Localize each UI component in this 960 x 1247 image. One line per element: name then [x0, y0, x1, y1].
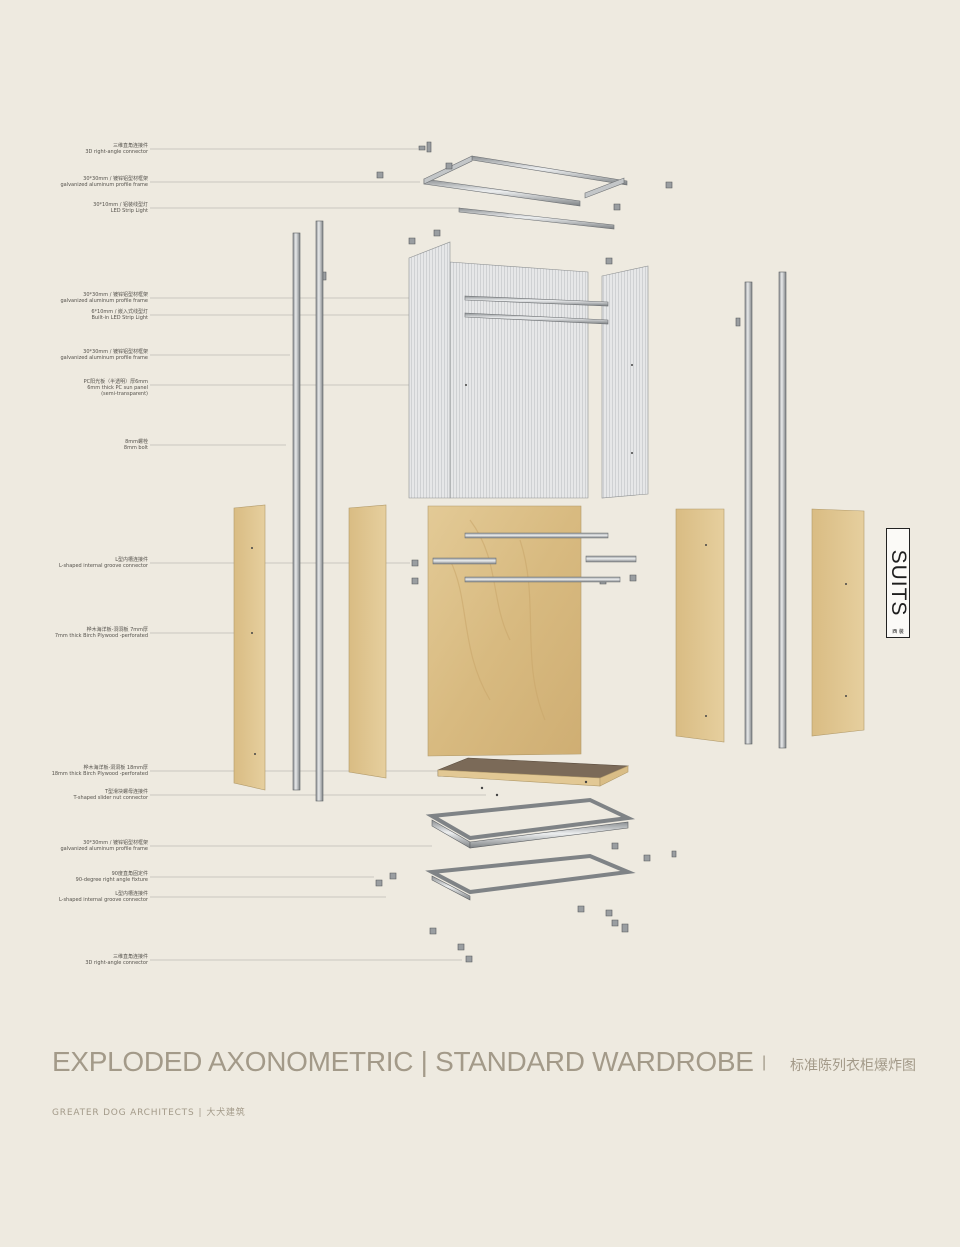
callout-cn: 30*30mm / 镀锌铝型材框架	[83, 840, 148, 846]
top-frame	[423, 155, 628, 230]
callout-cn: PC阳光板（半透明）厚6mm	[83, 379, 148, 385]
fixing-points	[251, 364, 847, 797]
callout-cn: 30*30mm / 镀锌铝型材框架	[83, 176, 148, 182]
callout-en: L-shaped internal groove connector	[58, 897, 148, 903]
callout-en: T-shaped slider nut connector	[73, 795, 148, 801]
central-plywood-panel	[427, 505, 637, 757]
callout-base-frame: 30*30mm / 镀锌铝型材框架 galvanized aluminum pr…	[60, 840, 148, 852]
callout-cn: 90度直角固定件	[111, 871, 148, 877]
callout-en: galvanized aluminum profile frame	[60, 355, 148, 361]
callout-en: 7mm thick Birch Plywood -perforated	[54, 633, 148, 639]
callout-plywood-7mm: 桦木海洋板-洞洞板 7mm厚 7mm thick Birch Plywood -…	[55, 627, 148, 639]
callout-cn: 8mm螺栓	[125, 439, 148, 445]
leader-lines	[150, 148, 486, 961]
callout-bolt: 8mm螺栓 8mm bolt	[124, 439, 148, 451]
pc-panel-back	[408, 241, 649, 499]
page-title: EXPLODED AXONOMETRIC | STANDARD WARDROBE	[52, 1046, 754, 1077]
callout-l-connector-lower: L型内槽连接件 L-shaped internal groove connect…	[59, 891, 148, 903]
callout-en: galvanized aluminum profile frame	[60, 846, 148, 852]
callout-en: 3D right-angle connector	[85, 149, 148, 155]
firm-name: GREATER DOG ARCHITECTS	[52, 1108, 195, 1118]
callout-cn: 30*30mm / 镀锌铝型材框架	[83, 349, 148, 355]
callout-cn: L型内槽连接件	[115, 891, 148, 897]
firm-separator: |	[198, 1108, 203, 1118]
callout-cn: 30*10mm / 铝装线型灯	[93, 202, 148, 208]
title-bar: EXPLODED AXONOMETRIC | STANDARD WARDROBE…	[52, 1046, 922, 1086]
callout-3d-connector-bottom: 三维直角连接件 3D right-angle connector	[85, 954, 148, 966]
suits-sign: SUITS 西 装	[886, 528, 910, 638]
callout-cn: 6*10mm / 嵌入式线型灯	[91, 309, 148, 315]
callout-plywood-18mm: 桦木海洋板-洞洞板 18mm厚 18mm thick Birch Plywood…	[52, 765, 148, 777]
callout-cn: 三维直角连接件	[112, 143, 148, 149]
callout-en: 90-degree right angle fixture	[75, 877, 148, 883]
firm-name-cn: 大犬建筑	[206, 1108, 246, 1118]
callout-90-fixture: 90度直角固定件 90-degree right angle fixture	[76, 871, 148, 883]
firm-credit: GREATER DOG ARCHITECTS|大犬建筑	[52, 1105, 246, 1118]
left-posts	[292, 220, 324, 802]
callout-en2: (semi-transparent)	[101, 391, 148, 397]
callout-cn: 桦木海洋板-洞洞板 18mm厚	[83, 765, 149, 771]
callout-en: LED Strip Light	[110, 208, 148, 214]
callout-cn: L型内槽连接件	[115, 557, 148, 563]
callout-led-strip: 30*10mm / 铝装线型灯 LED Strip Light	[93, 202, 148, 214]
callout-en: 18mm thick Birch Plywood -perforated	[51, 771, 148, 777]
connectors	[321, 141, 741, 963]
right-plywood-panels	[675, 508, 865, 743]
callout-cn: T型滑块螺母连接件	[104, 789, 148, 795]
callout-cn: 30*30mm / 镀锌铝型材框架	[83, 292, 148, 298]
callout-en: Built-in LED Strip Light	[91, 315, 149, 321]
base-board	[437, 757, 629, 787]
callout-en: 6mm thick PC sun panel	[87, 385, 148, 391]
right-posts	[744, 271, 787, 749]
callout-upper-frame: 30*30mm / 镀锌铝型材框架 galvanized aluminum pr…	[60, 292, 148, 304]
callout-post-frame: 30*30mm / 镀锌铝型材框架 galvanized aluminum pr…	[60, 349, 148, 361]
callout-en: galvanized aluminum profile frame	[60, 182, 148, 188]
suits-sign-cn: 西 装	[892, 629, 904, 635]
callout-en: L-shaped internal groove connector	[58, 563, 148, 569]
left-plywood-panels	[233, 504, 387, 791]
callout-en: 3D right-angle connector	[85, 960, 148, 966]
callout-3d-connector-top: 三维直角连接件 3D right-angle connector	[85, 143, 148, 155]
callout-en: 8mm bolt	[123, 445, 148, 451]
callout-en: galvanized aluminum profile frame	[60, 298, 148, 304]
callout-top-frame: 30*30mm / 镀锌铝型材框架 galvanized aluminum pr…	[60, 176, 148, 188]
callout-built-in-led: 6*10mm / 嵌入式线型灯 Built-in LED Strip Light	[91, 309, 148, 321]
callout-pc-panel: PC阳光板（半透明）厚6mm 6mm thick PC sun panel (s…	[84, 379, 148, 397]
callout-cn: 三维直角连接件	[112, 954, 148, 960]
callout-cn: 桦木海洋板-洞洞板 7mm厚	[86, 627, 148, 633]
callout-l-connector-upper: L型内槽连接件 L-shaped internal groove connect…	[59, 557, 148, 569]
lower-frames	[425, 797, 636, 901]
suits-sign-text: SUITS	[887, 549, 910, 617]
page-title-cn: 标准陈列衣柜爆炸图	[790, 1058, 916, 1074]
callout-t-slider: T型滑块螺母连接件 T-shaped slider nut connector	[74, 789, 148, 801]
title-separator: |	[762, 1054, 767, 1071]
